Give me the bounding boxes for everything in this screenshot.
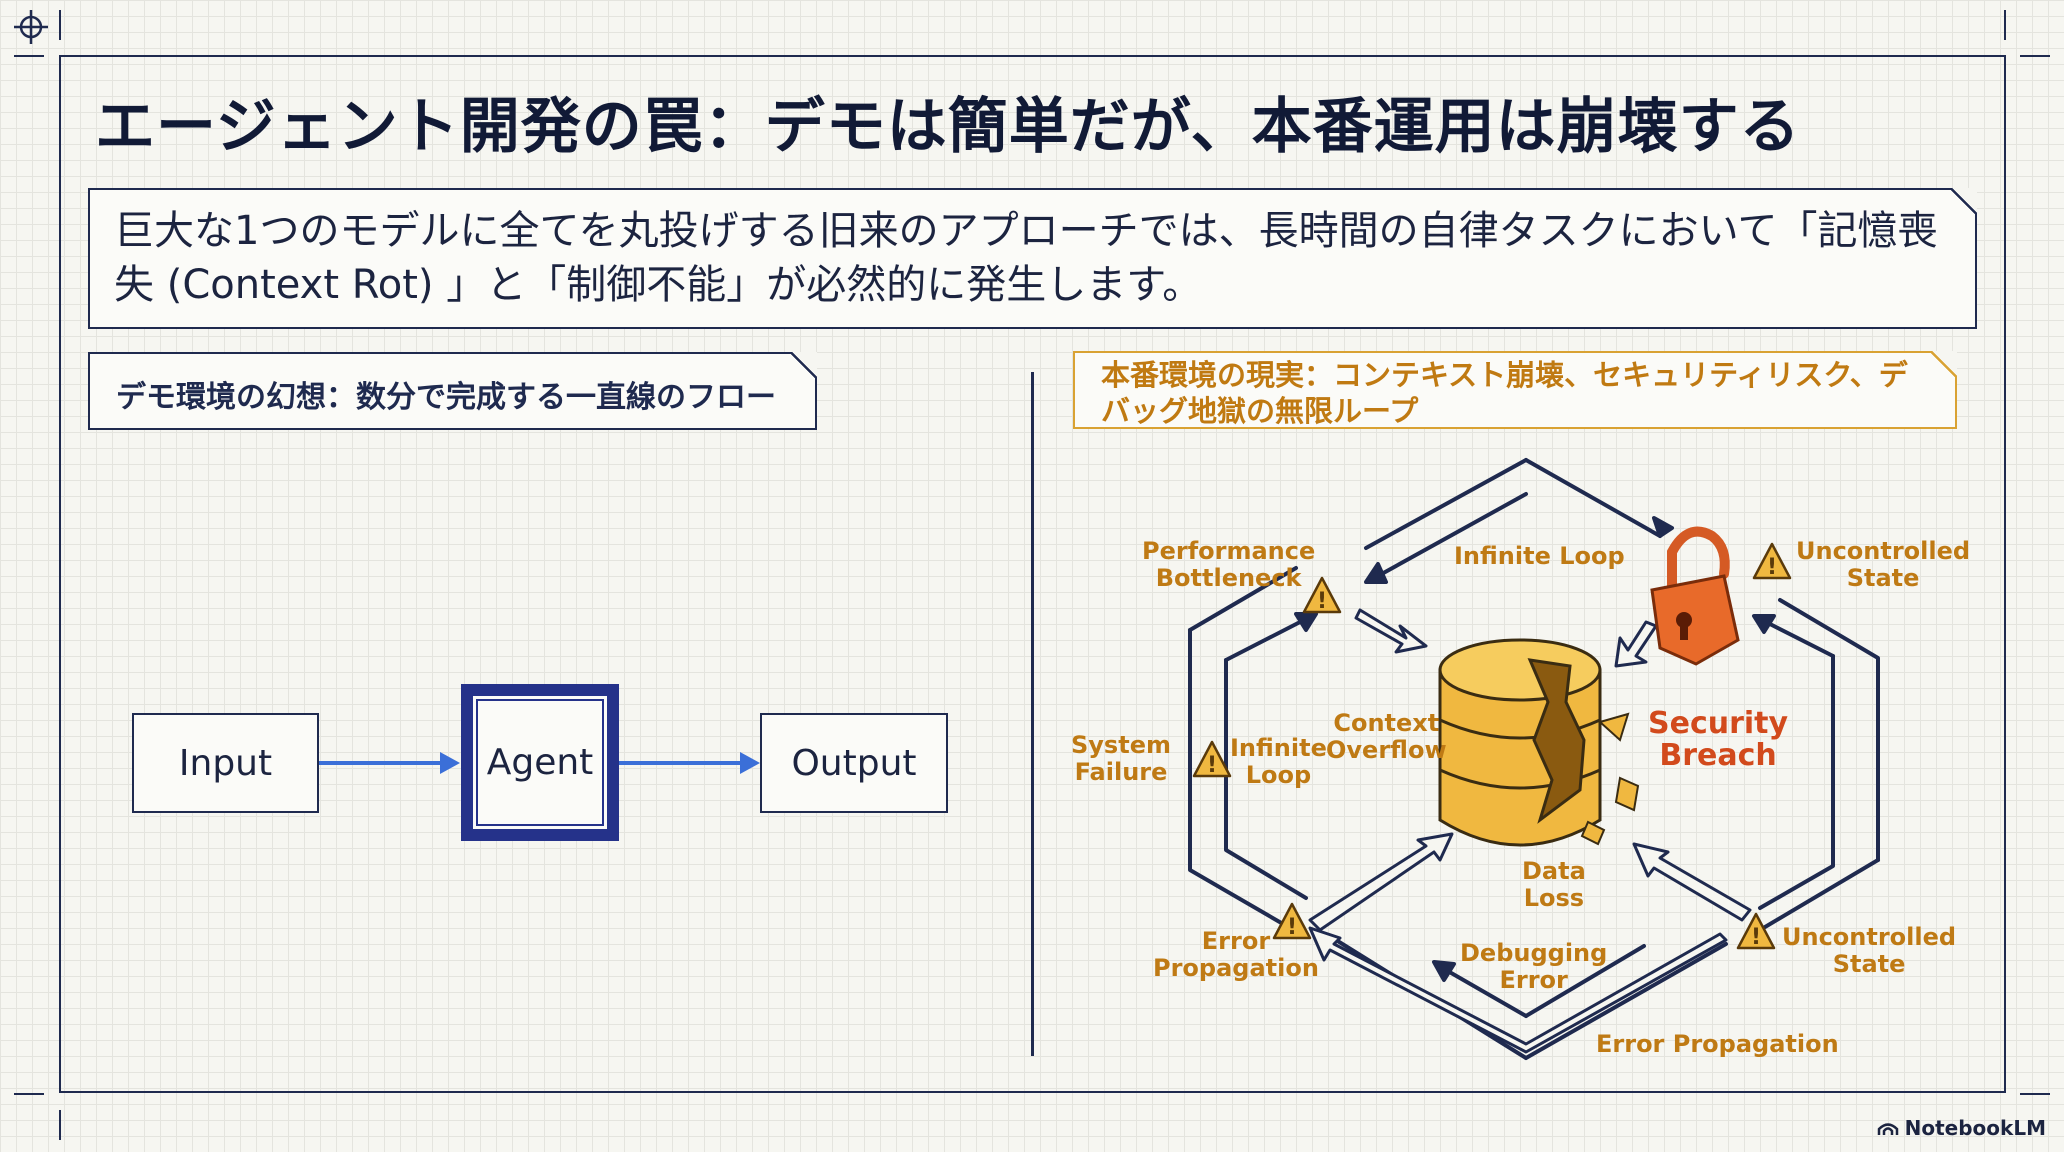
page-fold-icon xyxy=(1931,351,1957,377)
warning-icon xyxy=(1752,542,1792,580)
svg-text:!: ! xyxy=(1207,753,1217,778)
padlock-icon xyxy=(1650,526,1740,666)
slide-frame xyxy=(59,55,2006,1093)
svg-text:!: ! xyxy=(1751,925,1761,950)
warning-icon xyxy=(1272,902,1312,940)
page-fold-icon xyxy=(791,352,817,378)
input-box: Input xyxy=(132,713,319,813)
broken-database-icon xyxy=(1438,638,1640,847)
notebooklm-logo-icon xyxy=(1877,1123,1898,1135)
warning-icon xyxy=(1736,912,1776,950)
label-error-propagation-bottom: Error Propagation xyxy=(1596,1030,1839,1058)
crosshair-icon xyxy=(14,10,48,44)
production-section-label: 本番環境の現実：コンテキスト崩壊、セキュリティリスク、デバッグ地獄の無限ループ xyxy=(1073,351,1957,429)
svg-text:!: ! xyxy=(1317,589,1327,614)
demo-label-text: デモ環境の幻想：数分で完成する一直線のフロー xyxy=(116,380,776,415)
warning-icon xyxy=(1302,576,1342,614)
intro-note: 巨大な1つのモデルに全てを丸投げする旧来のアプローチでは、長時間の自律タスクにお… xyxy=(88,188,1977,329)
production-chaos-diagram: ! ! ! ! ! xyxy=(1188,458,1880,1060)
crop-mark xyxy=(59,1110,61,1140)
warning-icon xyxy=(1192,740,1232,778)
page-fold-icon xyxy=(1951,188,1977,214)
crop-mark xyxy=(2020,55,2050,57)
crop-mark xyxy=(14,55,44,57)
page-title: エージェント開発の罠：デモは簡単だが、本番運用は崩壊する xyxy=(95,92,1801,162)
crop-mark xyxy=(2004,10,2006,40)
svg-text:!: ! xyxy=(1767,555,1777,580)
crop-mark xyxy=(59,10,61,40)
section-divider xyxy=(1031,372,1034,1056)
label-infinite-loop-top: Infinite Loop xyxy=(1454,542,1625,570)
brand-watermark: NotebookLM xyxy=(1877,1116,2046,1140)
agent-box: Agent xyxy=(461,684,619,841)
crop-mark xyxy=(2020,1093,2050,1095)
demo-section-label: デモ環境の幻想：数分で完成する一直線のフロー xyxy=(88,352,817,430)
svg-text:!: ! xyxy=(1287,915,1297,940)
intro-text: 巨大な1つのモデルに全てを丸投げする旧来のアプローチでは、長時間の自律タスクにお… xyxy=(114,208,1938,308)
output-box: Output xyxy=(760,713,948,813)
production-label-text: 本番環境の現実：コンテキスト崩壊、セキュリティリスク、デバッグ地獄の無限ループ xyxy=(1101,358,1908,428)
brand-name: NotebookLM xyxy=(1904,1116,2046,1140)
crop-mark xyxy=(14,1093,44,1095)
loop-path xyxy=(1524,458,1662,538)
